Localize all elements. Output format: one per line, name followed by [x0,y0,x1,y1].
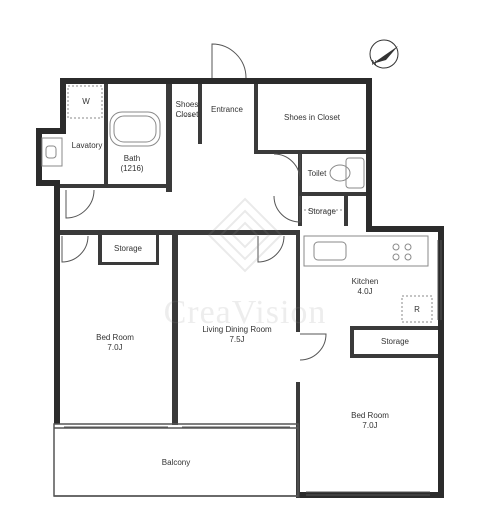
washer-mark: W [82,97,90,106]
fixtures [41,85,433,323]
compass-label: N [371,60,377,67]
room-storage-hall-label: Storage [307,207,337,216]
room-entrance-label: Entrance [210,105,244,114]
watermark-logo-icon [207,197,283,273]
room-lavatory-label: Lavatory [71,141,103,150]
room-storage-bed1-label: Storage [113,244,143,253]
room-toilet-label: Toilet [307,169,327,178]
room-shoes-in-closet-label: Shoes in Closet [283,113,341,122]
compass [369,39,399,69]
room-storage-bed2-label: Storage [380,337,410,346]
room-balcony-label: Balcony [161,458,191,467]
fridge-mark: R [414,305,420,314]
windows [64,240,442,496]
balcony-outline [53,423,299,497]
watermark: CreaVision [163,294,327,331]
interior-walls [60,84,438,498]
room-bath-label: Bath(1216) [120,154,144,173]
doors [61,43,327,361]
